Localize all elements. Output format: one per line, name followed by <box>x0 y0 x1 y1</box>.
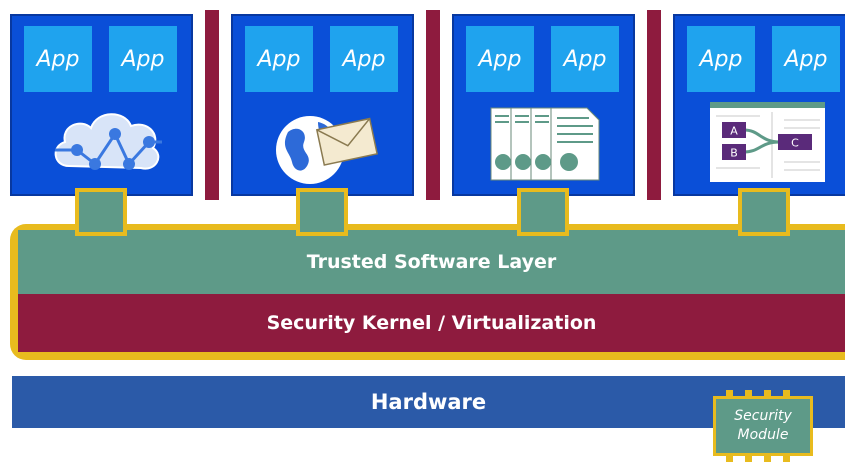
security-module-chip: Security Module <box>713 396 813 456</box>
security-kernel-label: Security Kernel / Virtualization <box>266 312 597 334</box>
chip-pin <box>764 454 771 462</box>
workflow-diagram-icon: A B C <box>710 102 825 182</box>
app-box: App <box>687 26 755 92</box>
partition-1: App App <box>10 14 193 196</box>
cloud-network-icon <box>54 113 162 170</box>
app-box: App <box>466 26 534 92</box>
app-box: App <box>245 26 313 92</box>
chip-pin <box>726 454 733 462</box>
node-b-label: B <box>730 147 738 160</box>
chip-pin <box>783 454 790 462</box>
chip-pin <box>764 390 771 398</box>
app-box: App <box>551 26 619 92</box>
security-module-label-line2: Module <box>737 427 789 443</box>
chip-pin <box>783 390 790 398</box>
node-a-label: A <box>730 125 738 138</box>
documents-icon <box>490 107 600 181</box>
app-box: App <box>109 26 177 92</box>
hardware-label: Hardware <box>370 390 487 414</box>
app-box: App <box>772 26 840 92</box>
partition-connector <box>738 188 790 236</box>
app-box: App <box>330 26 398 92</box>
trusted-software-layer-label: Trusted Software Layer <box>306 251 557 273</box>
node-c-label: C <box>791 137 799 150</box>
globe-mail-icon <box>276 116 379 184</box>
chip-pin <box>745 454 752 462</box>
partition-divider <box>426 10 440 200</box>
partition-2: App App <box>231 14 414 196</box>
hardware-layer: Hardware <box>12 376 845 428</box>
partition-3: App App <box>452 14 635 196</box>
trusted-software-layer: Trusted Software Layer <box>18 230 845 294</box>
partition-connector <box>296 188 348 236</box>
partition-connector <box>75 188 127 236</box>
security-module-label-line1: Security <box>734 408 792 424</box>
app-box: App <box>24 26 92 92</box>
chip-pin <box>745 390 752 398</box>
partition-divider <box>205 10 219 200</box>
security-kernel-layer: Security Kernel / Virtualization <box>18 294 845 352</box>
chip-pin <box>726 390 733 398</box>
partition-4: App App A B C <box>673 14 845 196</box>
partition-connector <box>517 188 569 236</box>
partition-divider <box>647 10 661 200</box>
